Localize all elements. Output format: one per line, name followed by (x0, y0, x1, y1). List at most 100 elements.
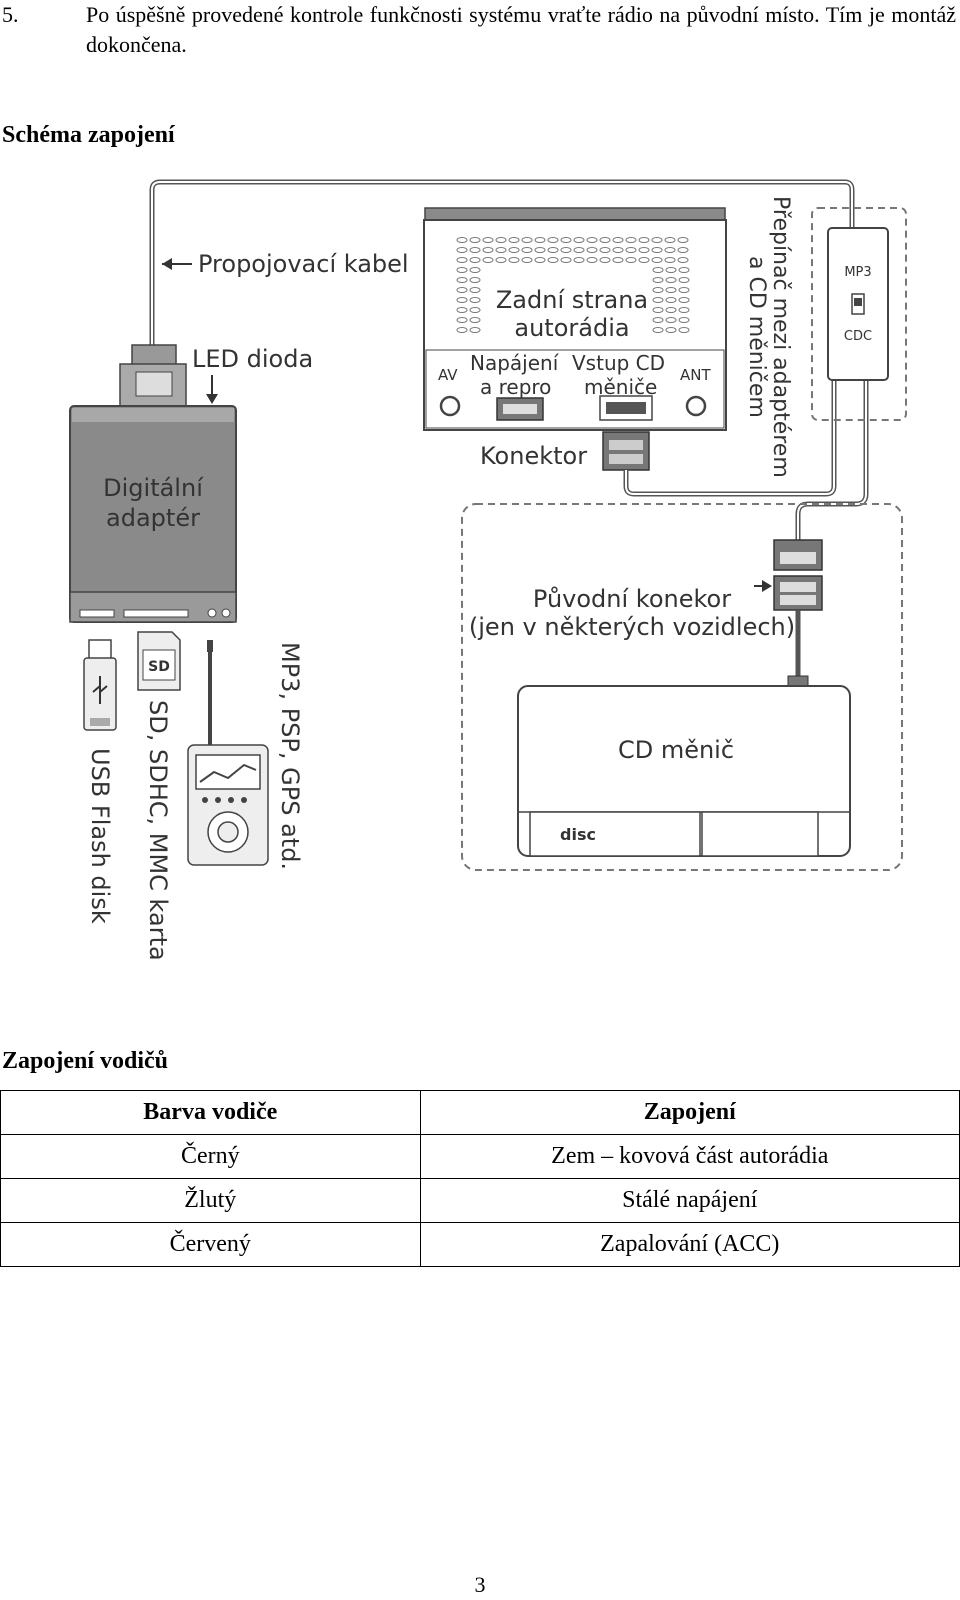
vent-slot (521, 247, 533, 253)
page-number: 3 (474, 1572, 486, 1597)
vent-slot (547, 237, 559, 243)
wire-color-cell: Žlutý (0, 1178, 421, 1223)
vent-slot (573, 237, 585, 243)
vent-slot (652, 277, 664, 283)
schema-heading: Schéma zapojení (2, 122, 175, 148)
vent-slot (456, 297, 468, 303)
vent-slot (652, 267, 664, 273)
vent-slot (482, 237, 494, 243)
vent-slot (534, 237, 546, 243)
vent-slot (456, 277, 468, 283)
vent-slot (652, 287, 664, 293)
original-connector-arrow-icon (762, 580, 772, 592)
vent-slot (638, 257, 650, 263)
vent-slot (638, 237, 650, 243)
vent-slot (456, 247, 468, 253)
vent-slot (678, 327, 690, 333)
table-row: Červený Zapalování (ACC) (0, 1222, 960, 1267)
av-jack (439, 395, 461, 417)
vent-slot (495, 257, 507, 263)
vent-slot (652, 297, 664, 303)
switch-label-line1: Přepínač mezi adaptérem (768, 196, 793, 478)
vent-slot (521, 237, 533, 243)
vent-slot (625, 237, 637, 243)
vent-slot (665, 327, 677, 333)
vent-slot (612, 247, 624, 253)
vent-slot (508, 237, 520, 243)
vent-slot (547, 257, 559, 263)
vent-slot (665, 267, 677, 273)
vent-slot (678, 297, 690, 303)
vent-slot (573, 247, 585, 253)
vent-slot (456, 317, 468, 323)
original-connector-label-line2: (jen v některých vozidlech) (469, 613, 795, 641)
vent-slot (469, 247, 481, 253)
power-label-line2: a repro (480, 375, 551, 399)
vent-slot (651, 247, 663, 253)
vent-slot (560, 237, 572, 243)
vent-slot (547, 247, 559, 253)
vent-slot (534, 257, 546, 263)
sd-label: SD, SDHC, MMC karta (144, 700, 172, 961)
disc-logo: disc (560, 825, 596, 844)
vent-slot (469, 297, 481, 303)
vent-slot (456, 327, 468, 333)
vent-slot (482, 257, 494, 263)
vent-slot (665, 287, 677, 293)
switch-mp3-label: MP3 (844, 265, 871, 280)
wire-table: Barva vodiče Zapojení Černý Zem – kovová… (0, 1090, 960, 1267)
vent-slot (586, 247, 598, 253)
vent-slot (560, 257, 572, 263)
wires-heading: Zapojení vodičů (2, 1048, 169, 1074)
vent-slot (625, 247, 637, 253)
vent-slot (599, 237, 611, 243)
step-text: Po úspěšně provedené kontrole funkčnosti… (86, 2, 956, 57)
header-connection: Zapojení (419, 1090, 960, 1135)
connector-label: Konektor (480, 442, 587, 470)
vent-slot (638, 247, 650, 253)
connection-cell: Zem – kovová část autorádia (419, 1134, 960, 1179)
usb-stick-icon (83, 639, 117, 731)
vent-slot (534, 247, 546, 253)
vent-slot (560, 247, 572, 253)
vent-slot (495, 247, 507, 253)
vent-slot (625, 257, 637, 263)
ant-label: ANT (680, 366, 711, 384)
vent-slot (456, 287, 468, 293)
original-connector-label-line1: Původní konekor (533, 585, 731, 613)
vent-slot (678, 267, 690, 273)
table-row: Žlutý Stálé napájení (0, 1178, 960, 1223)
vent-slot (665, 307, 677, 313)
vent-slot (573, 257, 585, 263)
power-label-line1: Napájení (470, 351, 560, 375)
vent-slot (664, 237, 676, 243)
vent-slot (677, 247, 689, 253)
vent-slot (678, 307, 690, 313)
header-wire-color: Barva vodiče (0, 1090, 421, 1135)
vent-slot (508, 247, 520, 253)
table-row: Černý Zem – kovová část autorádia (0, 1134, 960, 1179)
adapter-label-line1: Digitální (103, 474, 204, 502)
radio-label-line1: Zadní strana (496, 286, 648, 314)
vent-slot (652, 327, 664, 333)
step-number: 5. (2, 2, 19, 27)
vent-slot (469, 277, 481, 283)
switch-label-line2: a CD měničem (744, 256, 769, 418)
vent-slot (469, 267, 481, 273)
vent-slot (612, 237, 624, 243)
vent-slot (665, 277, 677, 283)
vent-slot (469, 317, 481, 323)
vent-slot (456, 237, 468, 243)
wiring-diagram: Propojovací kabel LED dioda Digitální ad… (69, 179, 907, 961)
wire-color-cell: Černý (0, 1134, 421, 1179)
vent-slot (508, 257, 520, 263)
vent-slot (664, 257, 676, 263)
sd-logo: SD (148, 659, 170, 675)
connection-cell: Stálé napájení (419, 1178, 960, 1223)
cable-label: Propojovací kabel (198, 250, 409, 278)
mp3-label: MP3, PSP, GPS atd. (276, 642, 304, 870)
switch-cdc-label: CDC (844, 329, 872, 344)
vent-slot (678, 277, 690, 283)
vent-slot (652, 317, 664, 323)
radio-connector (602, 431, 650, 471)
